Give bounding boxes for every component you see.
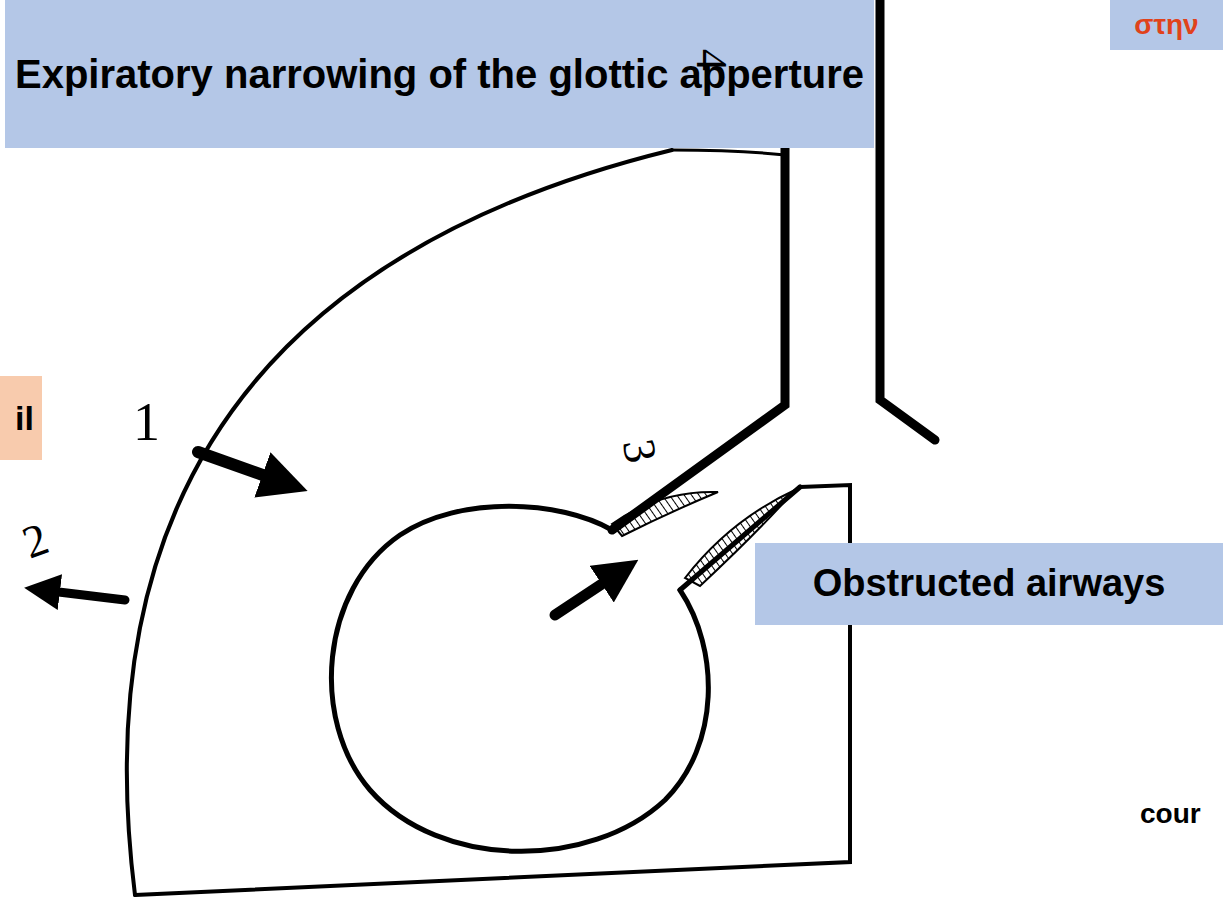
callout-number: 3 — [615, 436, 664, 467]
outward-arrow — [42, 590, 125, 600]
heading-box: στην — [1110, 0, 1223, 50]
callout-box: Obstructed airways — [755, 543, 1223, 625]
callout-text: στην — [1134, 8, 1198, 42]
footer-text: cour — [1140, 800, 1201, 828]
callout-number: 1 — [133, 395, 160, 449]
callout-text: Obstructed airways — [813, 561, 1166, 607]
callout-box: Expiratory narrowing of the glottic appe… — [5, 0, 874, 148]
callout-text: il — [15, 398, 34, 439]
lung-arrow — [555, 572, 620, 615]
lung-outline — [331, 506, 708, 851]
chest-wall-top — [672, 150, 785, 155]
trachea-right-wall — [880, 0, 935, 440]
airway-obstruction — [612, 492, 718, 536]
thorax-outline — [135, 485, 850, 895]
callout-text: Expiratory narrowing of the glottic appe… — [15, 48, 864, 100]
inward-arrow — [198, 452, 285, 483]
callout-number: 4 — [689, 49, 733, 71]
callout-number: 2 — [17, 515, 54, 566]
callout-box: il — [0, 376, 42, 460]
